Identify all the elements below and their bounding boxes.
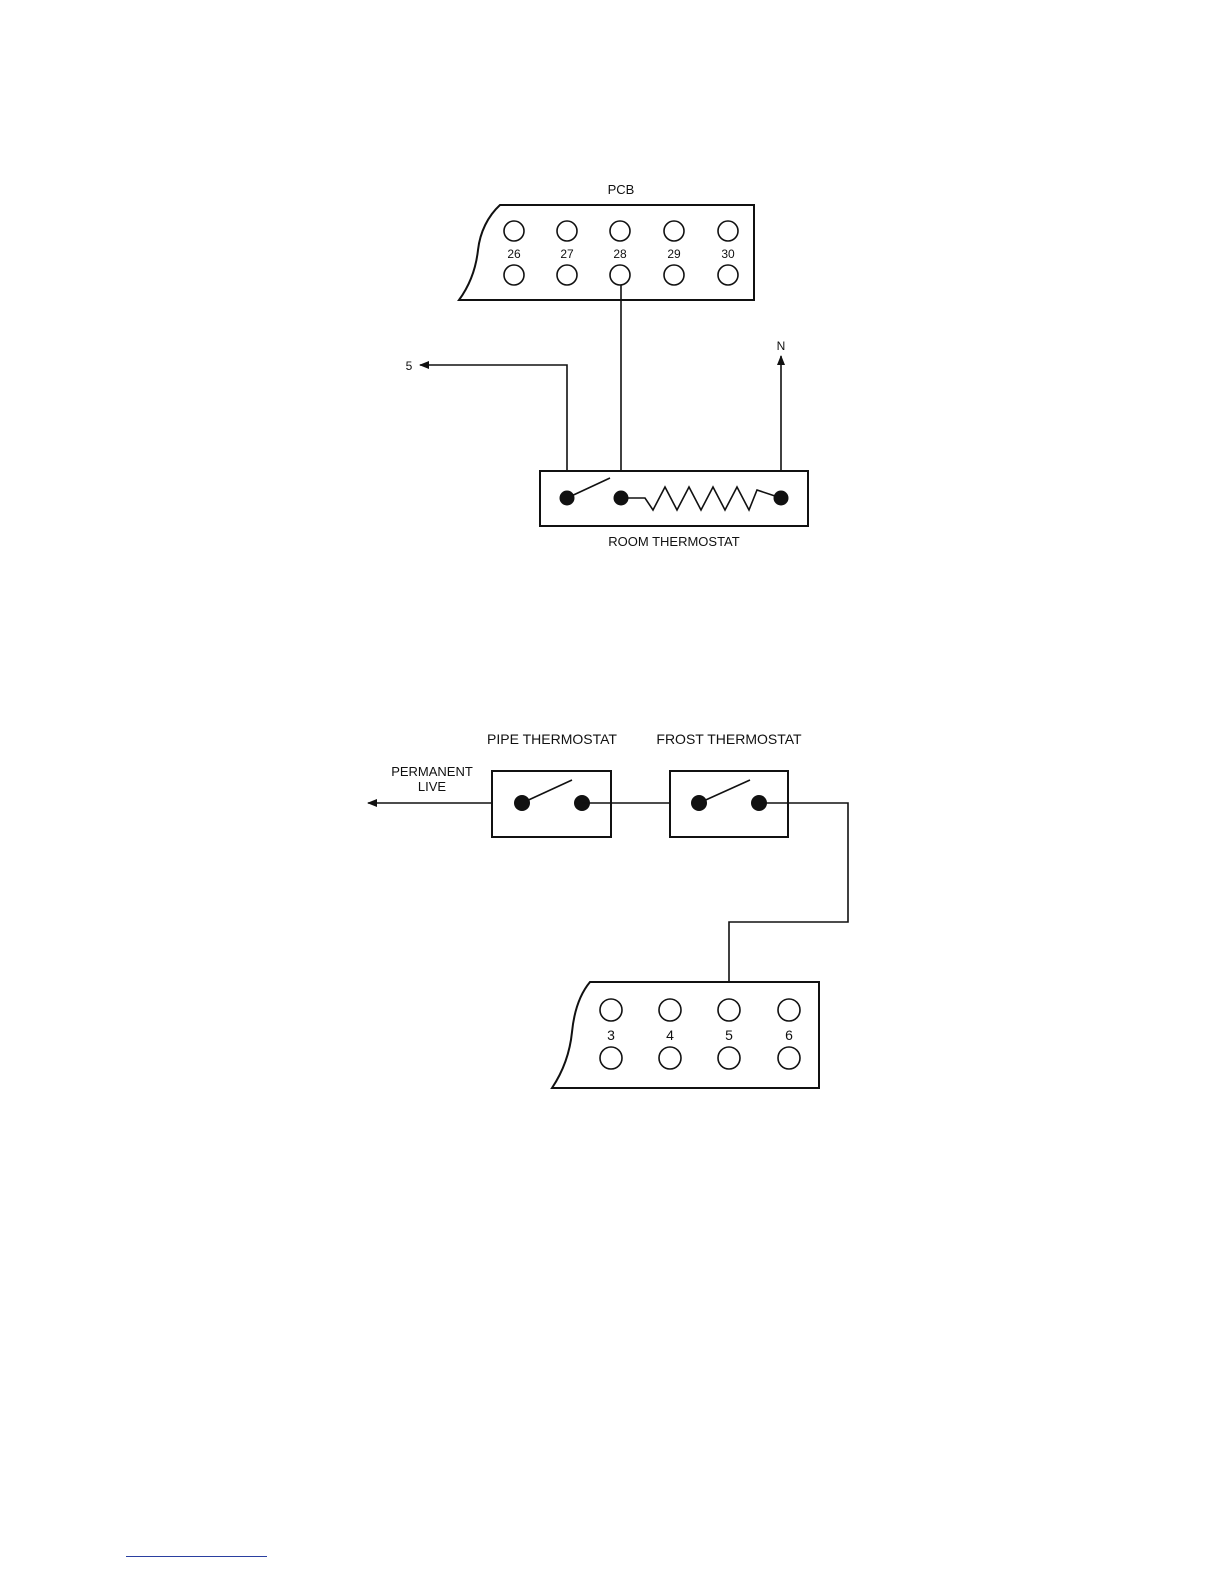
pcb-terminal-26-top: [504, 221, 524, 241]
room-thermostat-box: [540, 471, 808, 526]
thermostat-contact-left: [560, 491, 575, 506]
terminal-6-bottom: [778, 1047, 800, 1069]
terminal-5-top: [718, 999, 740, 1021]
thermostat-contact-right: [774, 491, 789, 506]
arrow-5-label: 5: [406, 359, 413, 373]
terminal-number: 26: [507, 247, 521, 261]
terminal-number: 3: [607, 1027, 615, 1043]
pipe-thermostat-label: PIPE THERMOSTAT: [487, 731, 617, 747]
footer-rule: [126, 1556, 267, 1557]
frost-thermostat-label: FROST THERMOSTAT: [656, 731, 802, 747]
pcb-terminal-28-bottom: [610, 265, 630, 285]
terminal-number: 4: [666, 1027, 674, 1043]
permanent-live-label: PERMANENT: [391, 764, 473, 779]
thermostat-contact-middle: [614, 491, 629, 506]
room-thermostat-diagram: PCB 26 27 28 29 30 5: [406, 182, 808, 549]
terminal-3-bottom: [600, 1047, 622, 1069]
frost-thermostat-contact-left: [691, 795, 707, 811]
room-thermostat-label: ROOM THERMOSTAT: [608, 534, 740, 549]
pcb-terminal-30-top: [718, 221, 738, 241]
arrow-n-label: N: [777, 339, 786, 353]
frost-protection-diagram: PIPE THERMOSTAT FROST THERMOSTAT PERMANE…: [368, 731, 848, 1088]
pcb-terminal-29-bottom: [664, 265, 684, 285]
terminal-number: 30: [721, 247, 735, 261]
terminal-6-top: [778, 999, 800, 1021]
frost-thermostat-box: [670, 771, 788, 837]
pcb-terminal-28-top: [610, 221, 630, 241]
pcb-terminal-26-bottom: [504, 265, 524, 285]
terminal-number: 5: [725, 1027, 733, 1043]
terminal-block: [552, 982, 819, 1088]
pcb-terminal-30-bottom: [718, 265, 738, 285]
pcb-terminal-29-top: [664, 221, 684, 241]
pcb-terminal-27-bottom: [557, 265, 577, 285]
pcb-block: [459, 205, 754, 300]
permanent-live-label-line2: LIVE: [418, 779, 447, 794]
pipe-thermostat-contact-left: [514, 795, 530, 811]
terminal-number: 6: [785, 1027, 793, 1043]
terminal-number: 27: [560, 247, 574, 261]
terminal-number: 28: [613, 247, 627, 261]
terminal-4-top: [659, 999, 681, 1021]
terminal-4-bottom: [659, 1047, 681, 1069]
terminal-number: 29: [667, 247, 681, 261]
terminal-3-top: [600, 999, 622, 1021]
pcb-terminal-27-top: [557, 221, 577, 241]
terminal-5-bottom: [718, 1047, 740, 1069]
pcb-label: PCB: [608, 182, 635, 197]
pipe-thermostat-box: [492, 771, 611, 837]
